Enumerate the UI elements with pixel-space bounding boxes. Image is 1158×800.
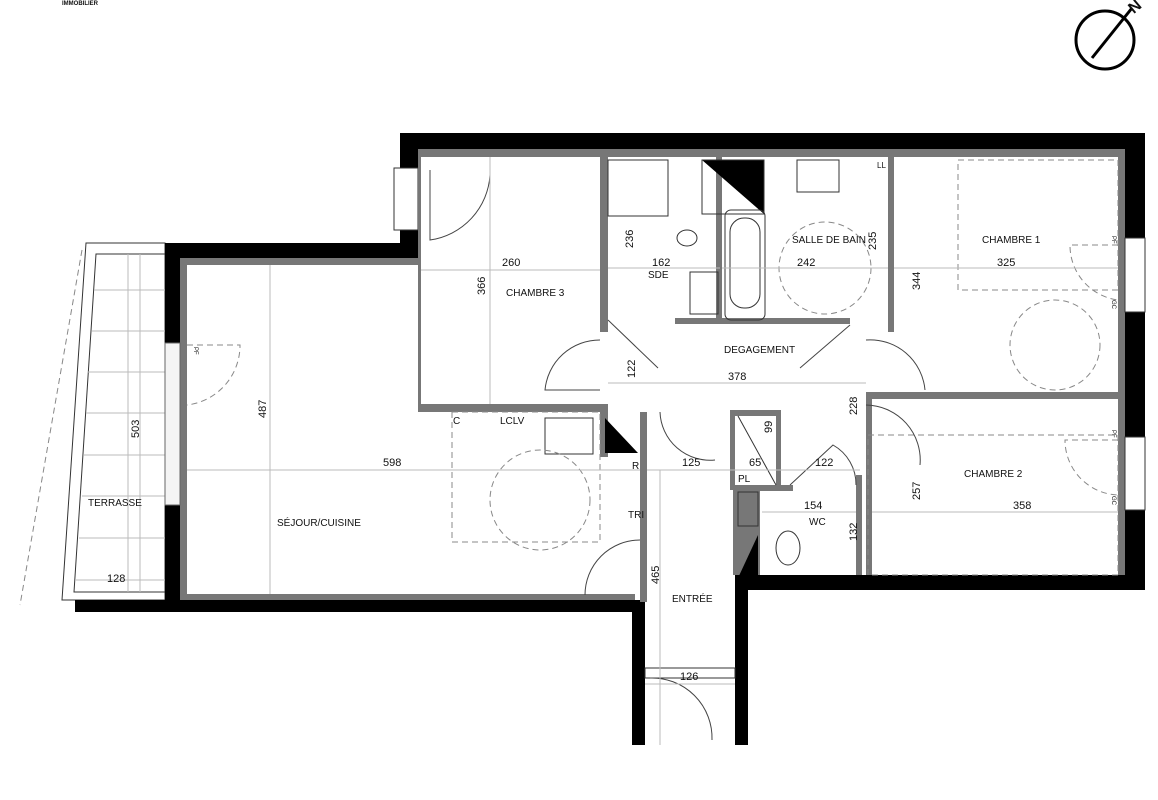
dimension-lines bbox=[187, 157, 1118, 745]
degagement-depth2: 228 bbox=[848, 397, 860, 415]
sdb-width: 242 bbox=[797, 257, 815, 269]
label-lclv: LCLV bbox=[500, 416, 525, 427]
wc-width: 154 bbox=[804, 500, 822, 512]
terrasse-depth: 503 bbox=[130, 420, 142, 438]
terrasse-name: TERRASSE bbox=[88, 498, 142, 509]
chambre1-name: CHAMBRE 1 bbox=[982, 235, 1041, 246]
label-gc-1: GC bbox=[1110, 300, 1116, 310]
passage-width2: 122 bbox=[815, 457, 833, 469]
sdb-depth: 235 bbox=[867, 232, 879, 250]
sejour-width: 598 bbox=[383, 457, 401, 469]
label-c: C bbox=[453, 416, 460, 427]
sde-width: 162 bbox=[652, 257, 670, 269]
pl-depth: 99 bbox=[763, 421, 775, 433]
label-pf-3: PF bbox=[192, 347, 198, 355]
chambre1-width: 325 bbox=[997, 257, 1015, 269]
label-tri: TRI bbox=[628, 510, 644, 521]
label-gc-2: GC bbox=[1110, 496, 1116, 506]
fixtures bbox=[451, 159, 1119, 578]
chambre2-name: CHAMBRE 2 bbox=[964, 469, 1023, 480]
wc-depth: 132 bbox=[848, 523, 860, 541]
degagement-name: DEGAGEMENT bbox=[724, 345, 795, 356]
wc-name: WC bbox=[809, 517, 826, 528]
interior-walls bbox=[418, 157, 1118, 602]
sde-name: SDE bbox=[648, 270, 669, 281]
entree-depth: 465 bbox=[650, 566, 662, 584]
label-pf-1: PF bbox=[1110, 236, 1116, 244]
passage-width1: 125 bbox=[682, 457, 700, 469]
exterior-walls bbox=[75, 133, 1145, 745]
entree-width: 126 bbox=[680, 671, 698, 683]
sejour-name: SÉJOUR/CUISINE bbox=[277, 516, 361, 529]
windows bbox=[164, 167, 1146, 679]
label-ll: LL bbox=[877, 161, 886, 170]
label-r: R bbox=[632, 461, 639, 472]
sejour-depth: 487 bbox=[257, 400, 269, 418]
chambre3-width: 260 bbox=[502, 257, 520, 269]
fixture-labels: C LCLV R TRI LL PF GC PF GC PF bbox=[192, 161, 1116, 521]
terrace bbox=[19, 242, 166, 606]
chambre1-depth: 344 bbox=[911, 272, 923, 290]
chambre3-name: CHAMBRE 3 bbox=[506, 288, 565, 299]
chambre2-depth: 257 bbox=[911, 482, 923, 500]
chambre2-width: 358 bbox=[1013, 500, 1031, 512]
pl-name: PL bbox=[738, 474, 751, 485]
degagement-width: 378 bbox=[728, 371, 746, 383]
chambre3-depth: 366 bbox=[476, 277, 488, 295]
room-labels: CHAMBRE 3 260 366 SDE 162 236 SALLE DE B… bbox=[88, 230, 1041, 683]
brand-subtitle: IMMOBILIER bbox=[62, 1, 99, 7]
terrasse-width: 128 bbox=[107, 573, 125, 585]
entree-name: ENTRÉE bbox=[672, 592, 713, 605]
degagement-depth: 122 bbox=[626, 360, 638, 378]
sde-depth: 236 bbox=[624, 230, 636, 248]
north-arrow-icon: N bbox=[1074, 0, 1145, 71]
pl-width: 65 bbox=[749, 457, 761, 469]
sdb-name: SALLE DE BAIN bbox=[792, 235, 866, 246]
doors bbox=[186, 170, 1119, 741]
label-pf-2: PF bbox=[1110, 430, 1116, 438]
